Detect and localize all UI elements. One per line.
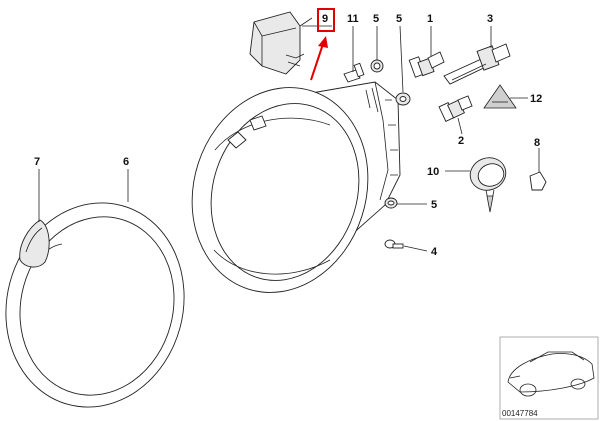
diagram-number: 00147784	[502, 409, 538, 418]
headlight-housing	[191, 81, 401, 293]
callout-6: 6	[123, 156, 129, 168]
callout-10: 10	[427, 166, 439, 178]
callout-7: 7	[34, 156, 40, 168]
callout-4: 4	[431, 246, 438, 258]
leader-lines	[38, 25, 540, 252]
lens-piece	[19, 219, 50, 268]
callout-11: 11	[347, 13, 359, 25]
bulb-part-1	[408, 51, 445, 78]
highlight-arrow	[310, 43, 324, 81]
vehicle-thumbnail: 00147784	[499, 336, 599, 420]
warning-label-12	[483, 84, 517, 109]
callout-1: 1	[427, 13, 433, 25]
callout-2: 2	[458, 135, 464, 147]
screw-4	[384, 239, 404, 249]
clip-5-lower	[384, 197, 398, 209]
callout-8: 8	[534, 137, 540, 149]
callout-5-lower: 5	[431, 199, 437, 211]
callout-12: 12	[530, 93, 542, 105]
callout-5-mid: 5	[396, 13, 402, 25]
cap-8	[529, 171, 547, 191]
callout-labels: 9 11 5 5 1 3 12 2 8 10 5 4 6 7	[34, 13, 542, 258]
socket-ring-10	[469, 157, 507, 213]
bulb-part-3	[443, 43, 511, 85]
callout-9: 9	[322, 13, 328, 25]
clip-5-top	[370, 59, 384, 73]
callout-3: 3	[487, 13, 493, 25]
highlight-annotation	[310, 8, 335, 81]
callout-5-top: 5	[373, 13, 379, 25]
clip-5-middle	[395, 92, 411, 106]
cap-part-9	[249, 11, 313, 75]
highlight-arrowhead	[318, 36, 328, 48]
bulb-part-2	[438, 95, 473, 122]
screw-11	[343, 62, 365, 83]
trim-ring	[5, 202, 185, 408]
highlight-box	[317, 8, 335, 32]
